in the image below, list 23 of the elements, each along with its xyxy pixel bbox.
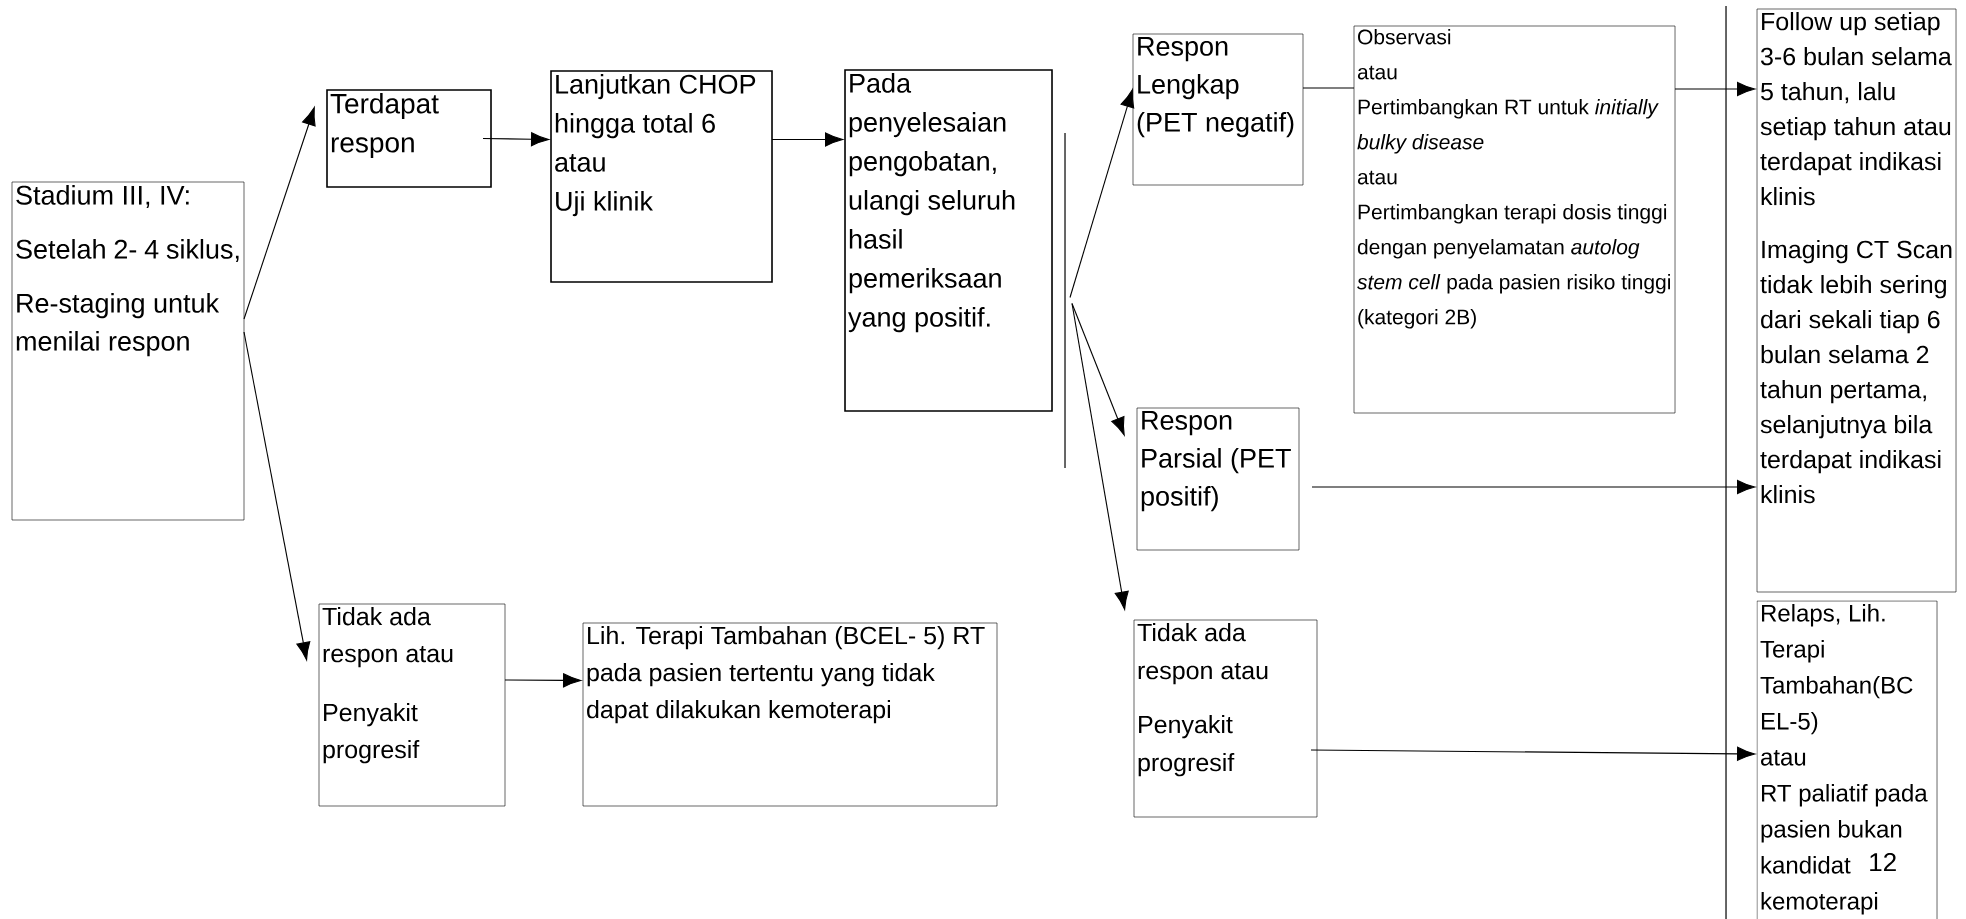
process-box: Stadium III, IV: Setelah 2- 4 siklus, Re-staging untuk menilai respon [11,181,245,521]
process-box: Respon Lengkap (PET negatif) [1132,33,1304,186]
arrow [243,107,316,320]
process-box: Tidak ada respon atau Penyakit progresif [1133,619,1318,818]
arrow [504,673,582,688]
process-box: Respon Parsial (PET positif) [1136,407,1300,551]
page-number: 12 [1870,852,1896,872]
process-box: Terdapat respon [326,89,492,188]
process-box: Observasi atau Pertimbangkan RT untuk initially bulky disease atau Pertimbangkan terapi dosis tinggi dengan penyelamatan autolog stem cell pada pasien risiko tinggi (kategori 2B) [1353,25,1676,414]
process-box: Pada penyelesaian pengobatan, ulangi seluruh hasil pemeriksaan yang positif. [844,69,1053,412]
arrow [771,132,844,147]
arrow [1310,746,1756,761]
process-box: Lanjutkan CHOP hingga total 6 atau Uji klinik [550,70,773,283]
arrow [1071,302,1129,610]
process-box: Follow up setiap 3-6 bulan selama 5 tahun, lalu setiap tahun atau terdapat indikasi klinis Imaging CT Scan tidak lebih sering dari sekali tiap 6 bulan selama 2 tahun pertama, selanjutnya bila terdapat indikasi klinis [1756,8,1957,593]
arrow [482,132,550,147]
arrow [1311,479,1756,495]
process-box: Lih. Terapi Tambahan (BCEL- 5) RT pada pasien tertentu yang tidak dapat dilakukan kemoterapi [582,622,998,807]
arrow [243,331,311,661]
connector-line [1302,87,1355,89]
arrow [1069,89,1135,299]
process-box: Tidak ada respon atau Penyakit progresif [318,603,506,807]
arrow [1674,81,1756,97]
